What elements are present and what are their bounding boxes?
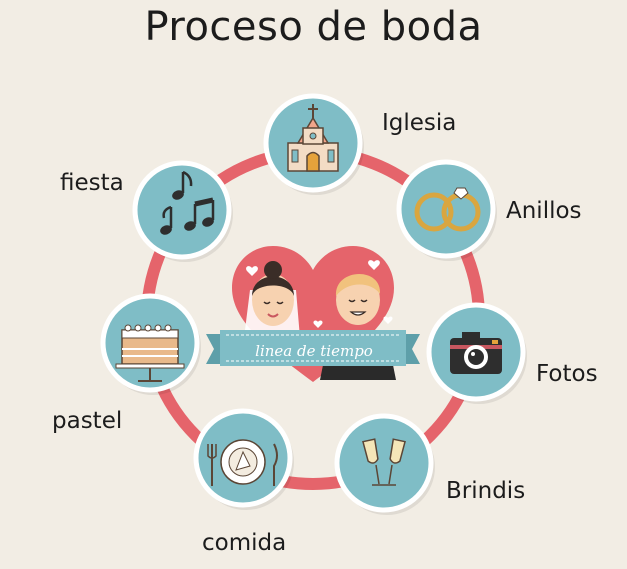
step-label-iglesia: Iglesia [382, 110, 457, 136]
music-notes-icon [160, 170, 215, 235]
step-node-pastel [100, 293, 201, 395]
step-label-fiesta: fiesta [60, 170, 124, 196]
camera-icon [450, 332, 502, 374]
church-icon [287, 104, 339, 172]
step-label-comida: comida [202, 530, 287, 556]
wedding-cake-icon [115, 324, 185, 382]
step-node-fotos [426, 302, 527, 404]
timeline-banner-label: linea de tiempo [255, 342, 373, 360]
step-node-anillos [396, 159, 497, 261]
timeline-banner [206, 330, 420, 366]
bride-avatar [244, 261, 300, 338]
dinner-plate-icon [207, 439, 278, 486]
champagne-glasses-icon [362, 438, 406, 486]
step-node-fiesta [132, 160, 233, 262]
step-node-brindis [334, 413, 435, 515]
page-title: Proceso de boda [144, 4, 483, 50]
step-node-comida [193, 408, 294, 510]
step-node-iglesia [263, 93, 364, 195]
step-label-pastel: pastel [52, 408, 123, 434]
rings-icon [414, 187, 481, 232]
step-label-brindis: Brindis [446, 478, 526, 504]
step-label-fotos: Fotos [536, 361, 598, 387]
step-label-anillos: Anillos [506, 198, 582, 224]
